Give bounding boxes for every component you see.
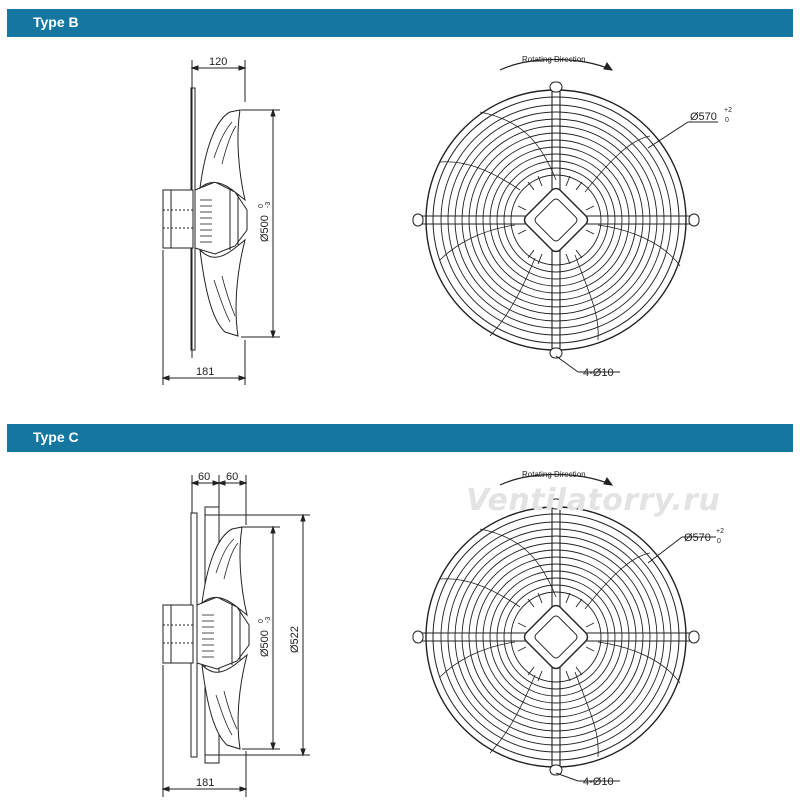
dim-blade-diameter: Ø500 xyxy=(259,215,271,242)
dim-flange-diameter: Ø522 xyxy=(289,626,301,653)
dim-blade-tol-lower: -3 xyxy=(265,617,272,623)
dim-flange-diameter-group: Ø522 xyxy=(289,626,301,653)
dim-grille-tol-upper: +2 xyxy=(724,107,732,114)
side-view xyxy=(161,60,280,385)
dim-grille-tol-upper: +2 xyxy=(716,528,724,535)
watermark: Ventilatorry.ru xyxy=(466,483,721,518)
side-view xyxy=(161,475,310,797)
dim-blade-diameter: Ø500 xyxy=(259,630,271,657)
type-b-drawing: 120 181 Ø500 0 -3 xyxy=(161,55,732,385)
dim-blade-tol-upper: 0 xyxy=(258,204,265,208)
section-title: Type B xyxy=(33,14,79,30)
dim-blade-tol-upper: 0 xyxy=(258,619,265,623)
dim-depth-bottom: 181 xyxy=(196,777,214,789)
type-c-drawing: 60 60 181 Ø500 0 -3 Ø522 xyxy=(161,470,724,797)
dim-blade-tol-lower: -3 xyxy=(265,202,272,208)
dim-depth-top: 120 xyxy=(209,56,227,68)
dim-depth-right: 60 xyxy=(226,471,238,483)
section-title: Type C xyxy=(33,429,79,445)
dim-blade-diameter-group: Ø500 0 -3 xyxy=(258,202,272,242)
dim-depth-left: 60 xyxy=(198,471,210,483)
dim-grille-diameter: Ø570 xyxy=(690,111,717,123)
front-view xyxy=(412,473,716,782)
dim-depth-bottom: 181 xyxy=(196,366,214,378)
rotating-direction-label: Rotating Direction xyxy=(522,470,586,479)
section-header-type-b: Type B xyxy=(7,9,793,37)
front-view xyxy=(412,58,718,373)
dim-grille-tol-lower: 0 xyxy=(725,117,729,124)
dim-mounting-holes: 4-Ø10 xyxy=(583,776,614,788)
dim-mounting-holes: 4-Ø10 xyxy=(583,367,614,379)
section-header-type-c: Type C xyxy=(7,424,793,452)
rotating-direction-label: Rotating Direction xyxy=(522,55,586,64)
dim-grille-diameter: Ø570 xyxy=(684,532,711,544)
dim-grille-tol-lower: 0 xyxy=(717,538,721,545)
dim-blade-diameter-group: Ø500 0 -3 xyxy=(258,617,272,657)
